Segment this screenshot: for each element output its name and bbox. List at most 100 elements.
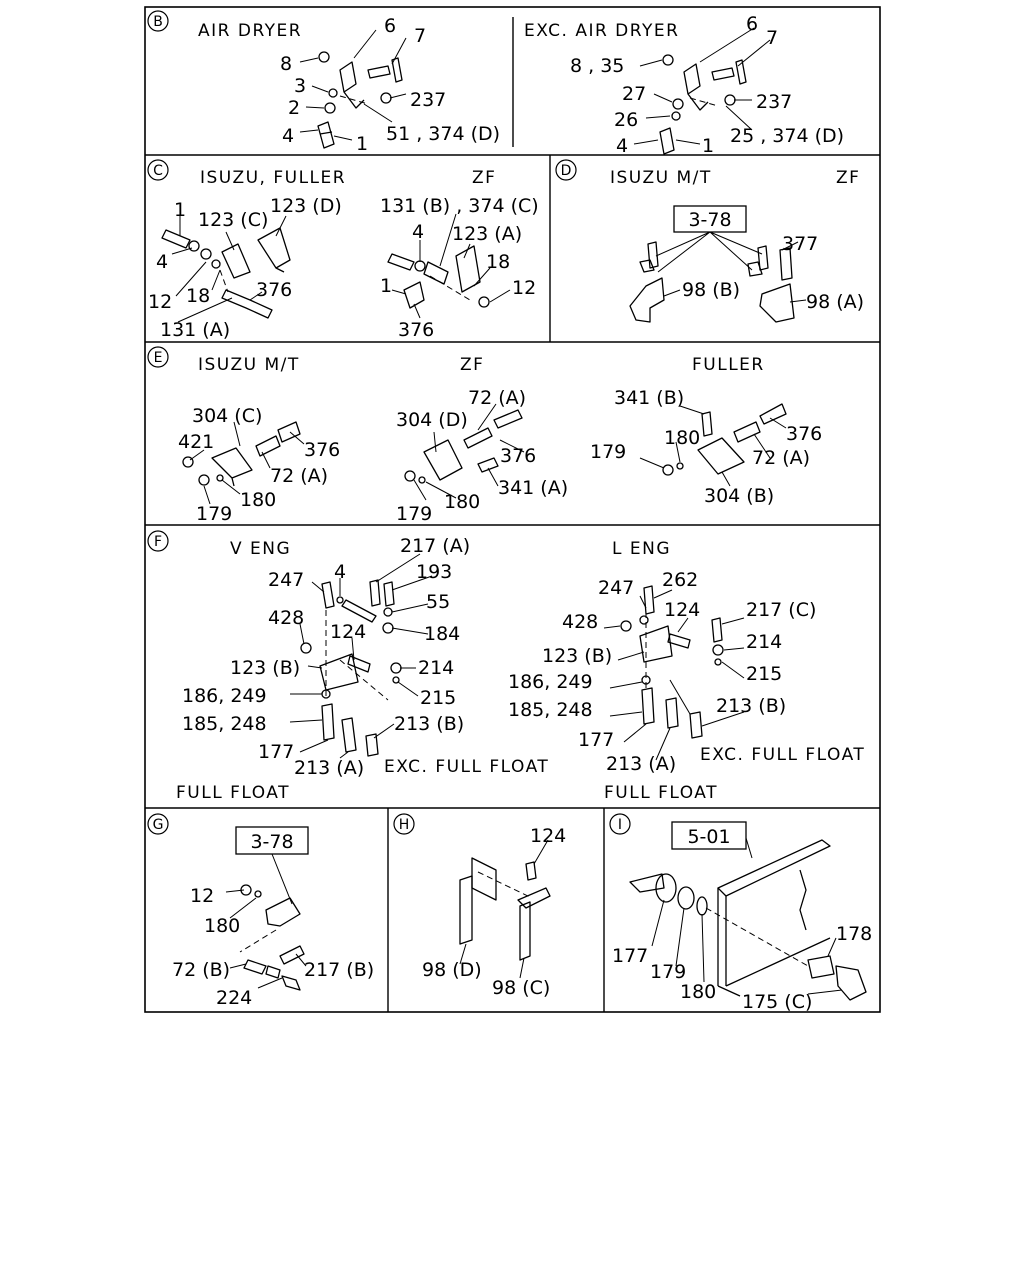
svg-text:3-78: 3-78 — [688, 209, 731, 231]
callout-1-zf: 1 — [380, 275, 392, 297]
section-e: E ISUZU M/T ZF FULLER 304 (C) 421 376 72… — [147, 346, 822, 525]
callout-186-249-l: 186, 249 — [508, 671, 593, 693]
callout-1b: 1 — [702, 135, 714, 157]
callout-72a-e1: 72 (A) — [270, 465, 328, 487]
callout-214-v: 214 — [418, 657, 454, 679]
callout-341a: 341 (A) — [498, 477, 568, 499]
assembly-fuller-e — [639, 403, 787, 487]
subtitle-isuzu-mt-e: ISUZU M/T — [198, 355, 300, 375]
assembly-v-eng — [289, 553, 433, 759]
callout-213a-l: 213 (A) — [606, 753, 676, 775]
assembly-l-eng — [603, 585, 745, 761]
callout-341b: 341 (B) — [614, 387, 684, 409]
section-marker-g: G — [147, 813, 169, 835]
assembly-g — [225, 853, 307, 991]
section-marker-b: B — [147, 10, 169, 32]
svg-text:D: D — [561, 163, 572, 179]
callout-124-v: 124 — [330, 621, 366, 643]
callout-27: 27 — [622, 83, 646, 105]
assembly-h — [459, 839, 551, 979]
callout-8-35: 8 , 35 — [570, 55, 624, 77]
callout-51-374d: 51 , 374 (D) — [386, 123, 500, 145]
callout-247-l: 247 — [598, 577, 634, 599]
svg-text:5-01: 5-01 — [687, 826, 730, 848]
callout-185-248-v: 185, 248 — [182, 713, 267, 735]
section-marker-c: C — [147, 159, 169, 181]
callout-123b-l: 123 (B) — [542, 645, 612, 667]
callout-3: 3 — [294, 75, 306, 97]
callout-124-h: 124 — [530, 825, 566, 847]
callout-217b: 217 (B) — [304, 959, 374, 981]
callout-177-i: 177 — [612, 945, 648, 967]
callout-123c: 123 (C) — [198, 209, 268, 231]
callout-6b: 6 — [746, 13, 758, 35]
section-f: F V ENG L ENG EXC. FULL FLOAT EXC. FULL … — [147, 530, 864, 803]
callout-247-v: 247 — [268, 569, 304, 591]
callout-428-l: 428 — [562, 611, 598, 633]
callout-376-zf-e: 376 — [500, 445, 536, 467]
callout-8: 8 — [280, 53, 292, 75]
callout-131b-374c: 131 (B) , 374 (C) — [380, 195, 539, 217]
subtitle-zf-d: ZF — [836, 168, 860, 188]
subtitle-air-dryer: AIR DRYER — [198, 21, 302, 41]
callout-237: 237 — [410, 89, 446, 111]
callout-180-zf: 180 — [444, 491, 480, 513]
subtitle-zf-e: ZF — [460, 355, 484, 375]
callout-6: 6 — [384, 15, 396, 37]
callout-304b: 304 (B) — [704, 485, 774, 507]
callout-179-i: 179 — [650, 961, 686, 983]
section-marker-h: H — [393, 813, 415, 835]
callout-4-f: 4 — [334, 561, 346, 583]
svg-text:I: I — [618, 817, 622, 833]
callout-179-fuller: 179 — [590, 441, 626, 463]
section-h: H 124 98 (D) 98 (C) — [393, 813, 566, 999]
callout-25-374d: 25 , 374 (D) — [730, 125, 844, 147]
callout-4-zf: 4 — [412, 221, 424, 243]
callout-177-v: 177 — [258, 741, 294, 763]
callout-177-l: 177 — [578, 729, 614, 751]
callout-4b: 4 — [616, 135, 628, 157]
assembly-air-dryer — [299, 29, 407, 149]
callout-124-l: 124 — [664, 599, 700, 621]
callout-376-e1: 376 — [304, 439, 340, 461]
section-b: B AIR DRYER EXC. AIR DRYER 6 7 8 3 2 4 1… — [147, 10, 844, 157]
callout-72a-fuller: 72 (A) — [752, 447, 810, 469]
callout-217a: 217 (A) — [400, 535, 470, 557]
callout-18-zf: 18 — [486, 251, 510, 273]
callout-186-249-v: 186, 249 — [182, 685, 267, 707]
callout-4: 4 — [282, 125, 294, 147]
callout-12-c: 12 — [148, 291, 172, 313]
callout-72b: 72 (B) — [172, 959, 230, 981]
svg-text:H: H — [399, 817, 410, 833]
section-i: I 5-01 178 177 179 180 175 (C) — [609, 813, 872, 1013]
svg-text:3-78: 3-78 — [250, 831, 293, 853]
callout-213b-v: 213 (B) — [394, 713, 464, 735]
callout-12-g: 12 — [190, 885, 214, 907]
assembly-exc-air-dryer — [633, 27, 771, 155]
section-marker-f: F — [147, 530, 169, 552]
callout-55: 55 — [426, 591, 450, 613]
svg-text:F: F — [154, 534, 162, 550]
subtitle-full-float-v: FULL FLOAT — [176, 783, 290, 803]
subtitle-zf: ZF — [472, 168, 496, 188]
callout-180-i: 180 — [680, 981, 716, 1003]
callout-376-c: 376 — [256, 279, 292, 301]
callout-131a: 131 (A) — [160, 319, 230, 341]
callout-18-c: 18 — [186, 285, 210, 307]
callout-1: 1 — [356, 133, 368, 155]
callout-123b-v: 123 (B) — [230, 657, 300, 679]
callout-193: 193 — [416, 561, 452, 583]
callout-98a: 98 (A) — [806, 291, 864, 313]
subtitle-l-eng: L ENG — [612, 539, 671, 559]
callout-180-g: 180 — [204, 915, 240, 937]
section-d: D ISUZU M/T ZF 3-78 377 98 (B) 98 (A) — [555, 159, 864, 323]
callout-72a-zf: 72 (A) — [468, 387, 526, 409]
callout-1-c: 1 — [174, 199, 186, 221]
callout-213a-v: 213 (A) — [294, 757, 364, 779]
callout-184: 184 — [424, 623, 460, 645]
section-g: G 3-78 12 180 72 (B) 217 (B) 224 — [147, 813, 374, 1009]
callout-185-248-l: 185, 248 — [508, 699, 593, 721]
callout-217c: 217 (C) — [746, 599, 816, 621]
section-marker-d: D — [555, 159, 577, 181]
